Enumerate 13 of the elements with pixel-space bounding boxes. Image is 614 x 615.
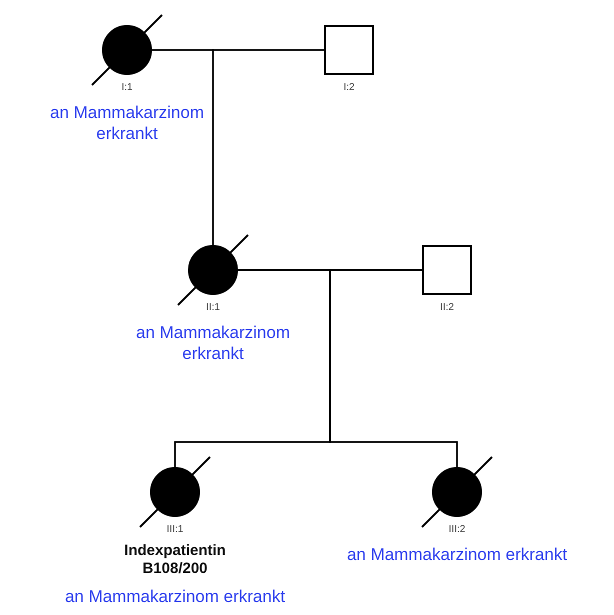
descent-line — [329, 269, 458, 468]
individual-id: III:1 — [166, 524, 184, 536]
descent-line — [212, 49, 325, 246]
diagnosis-note: an Mammakarzinom erkrankt — [49, 102, 205, 144]
diagnosis-note: an Mammakarzinom erkrankt — [135, 322, 291, 364]
individual-id: I:1 — [121, 82, 133, 94]
patient-note: Indexpatientin B108/200 — [123, 542, 227, 578]
individual-id: III:2 — [448, 524, 466, 536]
individual-id: I:2 — [343, 82, 355, 94]
individual-id: II:2 — [440, 302, 454, 314]
diagnosis-note: an Mammakarzinom erkrankt — [346, 544, 568, 565]
diagnosis-note: an Mammakarzinom erkrankt — [64, 586, 286, 607]
individual-id: II:1 — [206, 302, 220, 314]
